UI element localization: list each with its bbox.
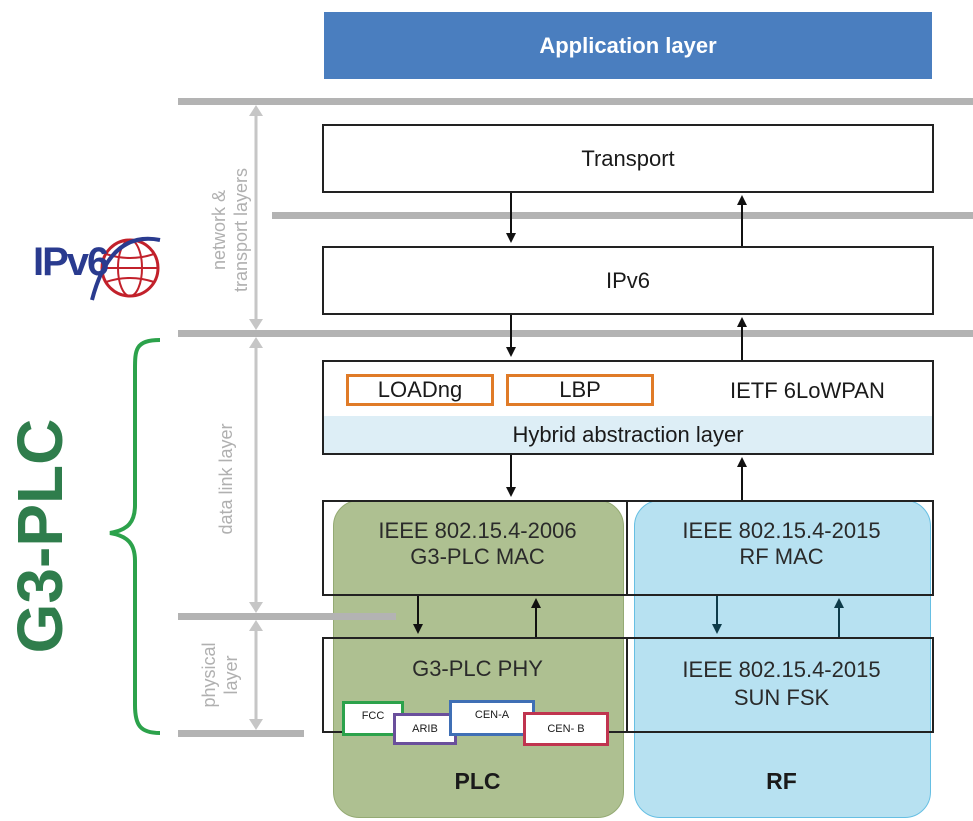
g3plc-brace: [109, 338, 161, 735]
mac-row-divider: [626, 500, 628, 596]
band-fcc-label: FCC: [361, 709, 385, 722]
rf-mac-text: IEEE 802.15.4-2015 RF MAC: [634, 518, 929, 570]
span-physical-head-bottom: [249, 719, 263, 730]
ietf-6lowpan-label: IETF 6LoWPAN: [730, 378, 885, 403]
network-transport-side-label: network & transport layers: [208, 150, 256, 310]
ipv6-box: IPv6: [322, 246, 934, 315]
plc-phy-text: G3-PLC PHY: [333, 656, 622, 682]
span-datalink-head-top: [249, 337, 263, 348]
separator-bar-network: [178, 330, 973, 337]
application-layer-box: Application layer: [324, 12, 932, 79]
plc-mac-text: IEEE 802.15.4-2006 G3-PLC MAC: [333, 518, 622, 570]
rf-mac-phy-arrows: [712, 596, 844, 637]
rf-group-shape: [634, 500, 931, 818]
lbp-label: LBP: [559, 377, 601, 402]
plc-label: PLC: [454, 768, 501, 794]
rf-phy-text: IEEE 802.15.4-2015 SUN FSK: [634, 656, 929, 712]
band-cena: CEN-A: [449, 700, 535, 736]
rf-label: RF: [766, 768, 797, 794]
loadng-label: LOADng: [377, 377, 463, 402]
layer-side-label: layer: [221, 655, 241, 695]
ipv6-logo: [90, 236, 161, 301]
separator-bar-top: [178, 98, 973, 105]
ipv6-logo-text: IPv6: [33, 240, 109, 284]
span-network-head-top: [249, 105, 263, 116]
phy-row-divider: [626, 637, 628, 733]
physical-layer-side-label: physical layer: [198, 630, 246, 720]
rf-mac-line1: IEEE 802.15.4-2015: [682, 518, 881, 543]
span-physical-head-top: [249, 620, 263, 631]
g3plc-brand-text: G3-PLC: [4, 418, 76, 654]
band-cenb: CEN- B: [523, 712, 609, 746]
rf-phy-line1: IEEE 802.15.4-2015: [682, 657, 881, 682]
separator-bar-physical: [178, 730, 304, 737]
rf-label-wrap: RF: [634, 768, 929, 795]
transport-label: Transport: [581, 145, 675, 171]
rf-mac-line2: RF MAC: [739, 544, 824, 569]
plc-phy-label: G3-PLC PHY: [412, 656, 543, 681]
plc-mac-phy-arrows: [413, 596, 541, 637]
lbp-box: LBP: [506, 374, 654, 406]
plc-mac-line1: IEEE 802.15.4-2006: [378, 518, 577, 543]
side-span-arrows: [249, 105, 263, 730]
band-cena-label: CEN-A: [474, 709, 510, 721]
band-arib: ARIB: [393, 713, 457, 745]
band-cenb-label: CEN- B: [547, 723, 585, 735]
network-side-label: network &: [209, 189, 229, 271]
sixlowpan-box: LOADng LBP IETF 6LoWPAN Hybrid abstracti…: [322, 360, 934, 455]
span-network-head-bottom: [249, 319, 263, 330]
mac-row-outline: [322, 500, 934, 596]
rf-phy-line2: SUN FSK: [733, 685, 830, 710]
application-layer-label: Application layer: [539, 32, 717, 58]
lowpan-mac-arrows: [506, 455, 747, 500]
separator-bar-datalink: [178, 613, 396, 620]
hybrid-abstraction-label: Hybrid abstraction layer: [512, 421, 744, 447]
hybrid-abstraction-layer: Hybrid abstraction layer: [324, 416, 932, 453]
data-link-side-label: data link layer: [216, 423, 236, 535]
ipv6-label: IPv6: [605, 267, 651, 293]
plc-group-shape: [333, 500, 624, 818]
plc-mac-line2: G3-PLC MAC: [410, 544, 545, 569]
ipv6-lowpan-arrows: [506, 315, 747, 360]
transport-side-label: transport layers: [231, 167, 251, 293]
loadng-box: LOADng: [346, 374, 494, 406]
separator-bar-transport: [272, 212, 973, 219]
transport-ipv6-arrows: [506, 193, 747, 246]
plc-label-wrap: PLC: [333, 768, 622, 795]
band-arib-label: ARIB: [412, 723, 438, 735]
phy-row-outline: [322, 637, 934, 733]
span-datalink-head-bottom: [249, 602, 263, 613]
transport-box: Transport: [322, 124, 934, 193]
physical-side-label: physical: [199, 642, 219, 708]
